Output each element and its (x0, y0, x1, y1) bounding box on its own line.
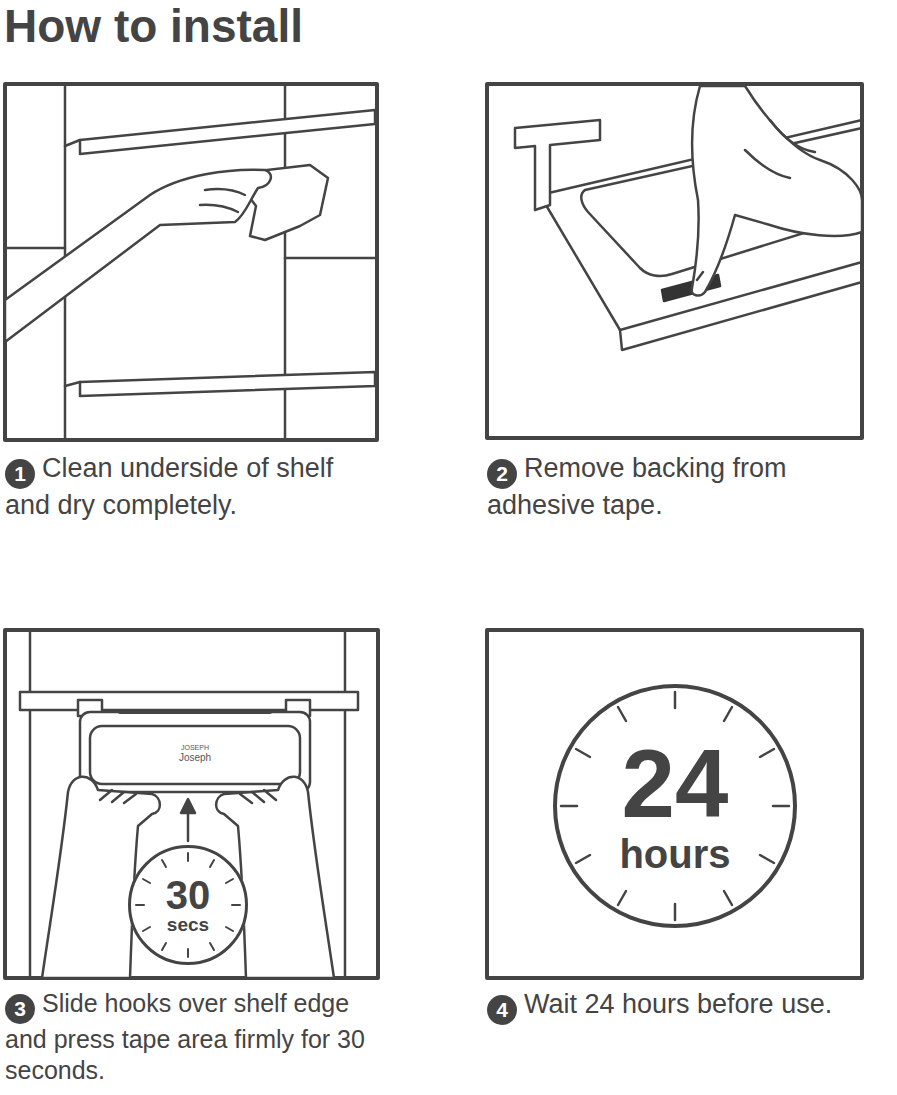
step-caption: 1Clean underside of shelf and dry comple… (5, 452, 370, 522)
step-text: Remove backing from adhesive tape. (487, 453, 787, 520)
callout-number: 3 (14, 998, 26, 1019)
timer-dial: 30secs (128, 845, 248, 965)
step-caption: 2Remove backing from adhesive tape. (487, 452, 859, 522)
step-text: Clean underside of shelf and dry complet… (5, 453, 333, 520)
brand-logo: Joseph (90, 753, 300, 763)
dial-unit: hours (619, 832, 730, 876)
step-caption: 3Slide hooks over shelf edge and press t… (5, 988, 370, 1086)
step-text: Wait 24 hours before use. (524, 989, 832, 1019)
step-number: 4 (487, 995, 517, 1025)
callout-number: 2 (496, 463, 508, 484)
wait-panel (487, 630, 862, 978)
dial-unit: secs (167, 915, 209, 936)
timer-dial: 24hours (553, 684, 797, 928)
page-title: How to install (4, 0, 303, 52)
press-panel (5, 630, 378, 978)
callout-number: 4 (496, 999, 508, 1020)
step-text: Slide hooks over shelf edge and press ta… (5, 989, 365, 1084)
step-number: 1 (5, 459, 35, 489)
callout-number: 1 (14, 463, 26, 484)
brand-logo: JOSEPH (90, 744, 300, 751)
dial-value: 24 (622, 736, 729, 832)
peel-panel (487, 84, 862, 438)
dial-value: 30 (166, 875, 211, 915)
step-number: 2 (487, 459, 517, 489)
cleaning-panel (5, 84, 377, 440)
step-number: 3 (5, 994, 35, 1024)
step-caption: 4 Wait 24 hours before use. (487, 988, 892, 1025)
